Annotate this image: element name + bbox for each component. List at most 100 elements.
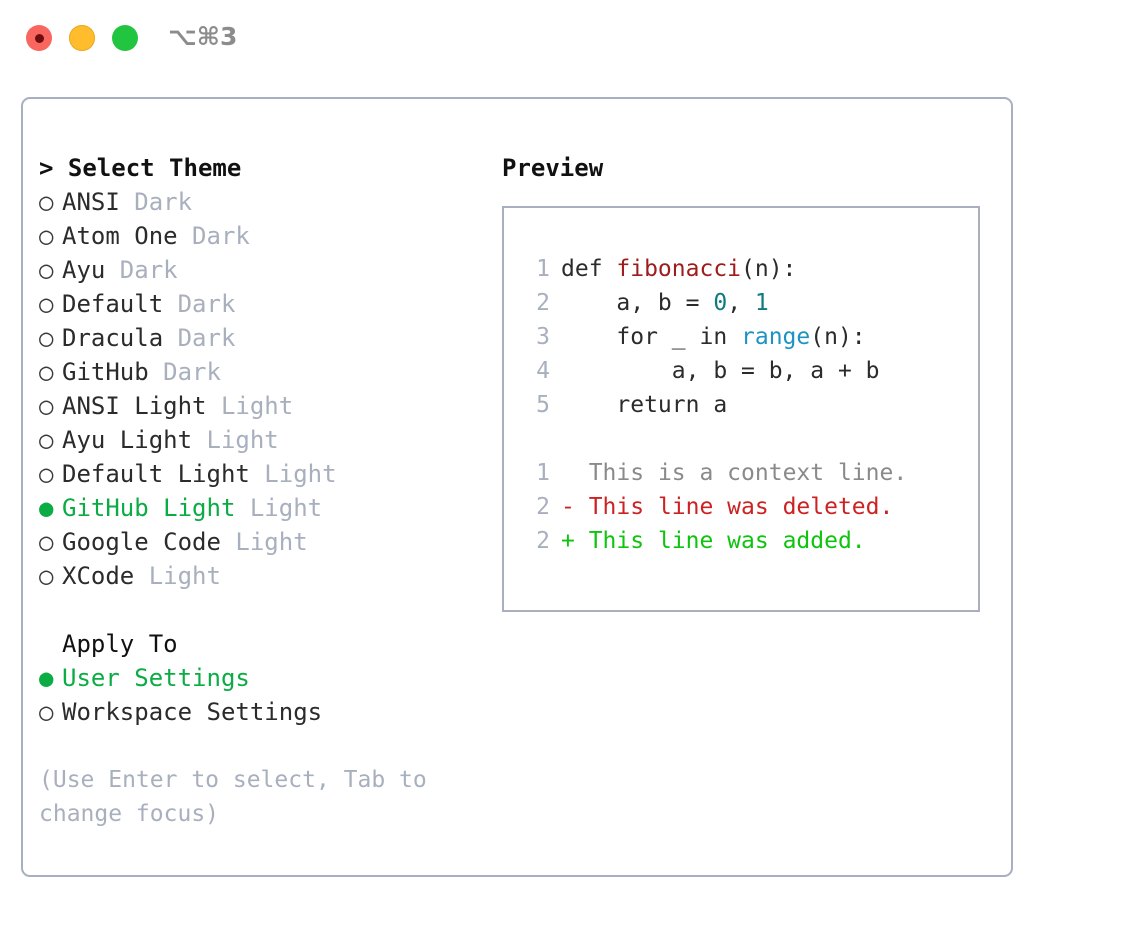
code-token: 1 xyxy=(754,290,769,316)
preview-box: 1 def fibonacci(n): 2 a, b = 0, 1 3 for _ i… xyxy=(502,206,980,612)
theme-name: Default Light xyxy=(62,460,250,488)
traffic-lights xyxy=(26,25,138,51)
code-token: , xyxy=(727,290,755,316)
theme-list-item[interactable]: ○ Dracula Dark xyxy=(39,321,479,355)
theme-variant-badge: Light xyxy=(192,426,279,454)
theme-variant-badge: Light xyxy=(134,562,221,590)
apply-to-option[interactable]: ○ Workspace Settings xyxy=(39,695,479,729)
preview-title: Preview xyxy=(502,154,604,182)
radio-unselected-icon: ○ xyxy=(39,460,54,488)
theme-name: ANSI xyxy=(62,188,120,216)
code-token: def xyxy=(561,256,617,282)
theme-name: Google Code xyxy=(62,528,221,556)
radio-unselected-icon: ○ xyxy=(39,324,54,352)
theme-name: XCode xyxy=(62,562,135,590)
apply-to-option[interactable]: ● User Settings xyxy=(39,661,479,695)
diff-marker: + xyxy=(561,528,589,554)
radio-unselected-icon: ○ xyxy=(39,290,54,318)
theme-name: Atom One xyxy=(62,222,178,250)
title-bar: ⌥⌘3 xyxy=(0,0,1140,78)
theme-variant-badge: Light xyxy=(249,460,337,488)
code-token: return a xyxy=(561,392,728,418)
code-token: 0 xyxy=(713,290,728,316)
code-line: 5 return a xyxy=(526,388,978,422)
main-panel: > Select Theme ○ANSI Dark○Atom One Dark○… xyxy=(21,97,1013,877)
theme-list-item[interactable]: ○ Google Code Light xyxy=(39,525,479,559)
theme-name: GitHub Light xyxy=(62,494,236,522)
spacer xyxy=(526,422,978,456)
theme-variant-badge: Dark xyxy=(148,358,221,386)
diff-sample: 1 This is a context line. 2- This line wa… xyxy=(526,456,978,558)
theme-name: GitHub xyxy=(62,358,149,386)
line-number: 2 xyxy=(536,290,550,316)
radio-unselected-icon: ○ xyxy=(39,358,54,386)
radio-unselected-icon: ○ xyxy=(39,426,54,454)
line-number: 1 xyxy=(536,256,550,282)
preview-column: Preview 1 def fibonacci(n): 2 a, b = 0, 1 3… xyxy=(502,151,992,612)
keyboard-shortcut-label: ⌥⌘3 xyxy=(168,22,238,51)
code-token: range xyxy=(741,324,811,350)
theme-name: Ayu xyxy=(62,256,106,284)
theme-name: Ayu Light xyxy=(62,426,193,454)
diff-text: This line was deleted. xyxy=(588,494,894,520)
spacer xyxy=(39,593,479,627)
theme-list-item[interactable]: ●GitHub Light Light xyxy=(39,491,479,525)
radio-unselected-icon: ○ xyxy=(39,222,54,250)
theme-picker-column: > Select Theme ○ANSI Dark○Atom One Dark○… xyxy=(39,151,479,831)
theme-list-item[interactable]: ○ Default Dark xyxy=(39,287,479,321)
apply-to-list[interactable]: ● User Settings ○ Workspace Settings xyxy=(39,661,479,729)
theme-variant-badge: Dark xyxy=(105,256,178,284)
line-number: 1 xyxy=(536,460,550,486)
radio-unselected-icon: ○ xyxy=(39,528,54,556)
radio-unselected-icon: ○ xyxy=(39,562,54,590)
line-number: 2 xyxy=(536,494,550,520)
theme-variant-badge: Dark xyxy=(177,222,250,250)
code-sample: 1 def fibonacci(n): 2 a, b = 0, 1 3 for _ i… xyxy=(526,252,978,422)
code-token: (n): xyxy=(741,256,797,282)
maximize-button[interactable] xyxy=(112,25,138,51)
apply-to-label: User Settings xyxy=(62,664,250,692)
line-number: 3 xyxy=(536,324,550,350)
theme-list-item[interactable]: ○ GitHub Dark xyxy=(39,355,479,389)
theme-name: Dracula xyxy=(62,324,164,352)
line-number: 2 xyxy=(536,528,550,554)
code-token: for _ in xyxy=(561,324,742,350)
radio-selected-icon: ● xyxy=(39,664,54,692)
theme-list-item[interactable]: ○ Ayu Dark xyxy=(39,253,479,287)
theme-list-item[interactable]: ○ANSI Dark xyxy=(39,185,479,219)
close-button[interactable] xyxy=(26,25,52,51)
radio-unselected-icon: ○ xyxy=(39,256,54,284)
theme-list-item[interactable]: ○ Atom One Dark xyxy=(39,219,479,253)
apply-to-label: Workspace Settings xyxy=(62,698,323,726)
theme-name: Default xyxy=(62,290,164,318)
diff-line: 1 This is a context line. xyxy=(526,456,978,490)
radio-unselected-icon: ○ xyxy=(39,392,54,420)
diff-line: 2+ This line was added. xyxy=(526,524,978,558)
theme-list-item[interactable]: ○ Default Light Light xyxy=(39,457,479,491)
diff-marker: - xyxy=(561,494,589,520)
theme-list-item[interactable]: ○ Ayu Light Light xyxy=(39,423,479,457)
theme-list[interactable]: ○ANSI Dark○Atom One Dark○Ayu Dark○Defaul… xyxy=(39,185,479,593)
line-number: 4 xyxy=(536,358,550,384)
theme-variant-badge: Dark xyxy=(163,290,236,318)
theme-list-item[interactable]: ○ XCode Light xyxy=(39,559,479,593)
spacer xyxy=(39,729,479,763)
theme-variant-badge: Light xyxy=(220,528,308,556)
code-token: a, b = xyxy=(561,290,714,316)
theme-variant-badge: Light xyxy=(206,392,294,420)
code-line: 4 a, b = b, a + b xyxy=(526,354,978,388)
radio-selected-icon: ● xyxy=(39,494,54,522)
keyboard-hint-text: (Use Enter to select, Tab to change focu… xyxy=(39,767,441,827)
theme-list-header: > Select Theme xyxy=(39,154,242,182)
theme-variant-badge: Dark xyxy=(163,324,236,352)
theme-list-item[interactable]: ○ANSI Light Light xyxy=(39,389,479,423)
minimize-button[interactable] xyxy=(69,25,95,51)
apply-to-title: Apply To xyxy=(62,630,178,658)
code-token: fibonacci xyxy=(616,256,742,282)
diff-text: This is a context line. xyxy=(588,460,908,486)
code-line: 3 for _ in range(n): xyxy=(526,320,978,354)
radio-unselected-icon: ○ xyxy=(39,698,54,726)
code-line: 1 def fibonacci(n): xyxy=(526,252,978,286)
theme-variant-badge: Dark xyxy=(119,188,193,216)
